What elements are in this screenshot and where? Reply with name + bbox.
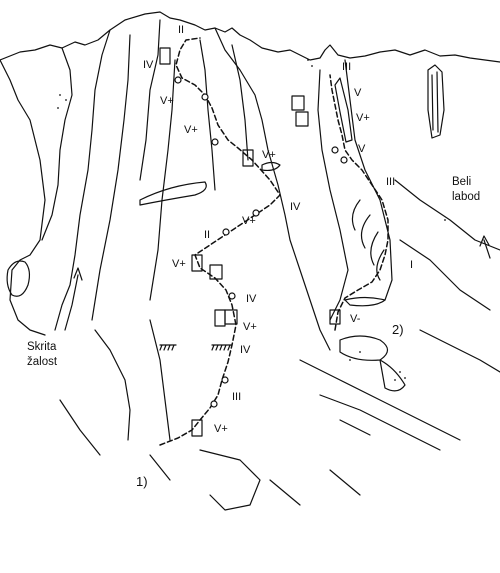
right-snow-arcs (351, 199, 385, 281)
place-beli-line1: Beli (452, 176, 471, 188)
place-skrita-line2: žalost (27, 356, 58, 368)
lower-boulder-1 (339, 335, 389, 361)
route-1-number: 1) (136, 474, 148, 489)
grade-label: III (342, 61, 351, 73)
right-tower-lines (431, 71, 439, 133)
right-slope-1 (394, 179, 500, 251)
route-2-line (329, 74, 389, 331)
beli-arrow (479, 235, 491, 259)
grade-label: IV (290, 201, 301, 213)
grade-label: V+ (262, 149, 276, 161)
skrita-arrow (64, 267, 83, 331)
pillar-crack-2 (139, 19, 161, 181)
lower-boulder-2 (379, 359, 406, 392)
pillar-left-edge (54, 29, 111, 331)
pillar-crack-1 (91, 34, 131, 321)
grade-label: V+ (242, 215, 256, 227)
pillar-crack-5 (149, 59, 176, 301)
left-shrub (6, 260, 31, 297)
place-beli-line2: labod (452, 191, 480, 203)
route-2-grades: III V V+ V III I V- (342, 61, 413, 325)
pillar-crack-6 (94, 329, 131, 441)
route-2-number: 2) (392, 322, 404, 337)
crux-markers (159, 47, 341, 437)
grade-label: V+ (184, 124, 198, 136)
ridge-outline (0, 11, 500, 63)
grade-label: V (358, 143, 366, 155)
left-cliff (0, 59, 46, 336)
ledge-1 (139, 181, 207, 206)
lower-slope-lines (299, 359, 461, 451)
grade-label: V+ (214, 423, 228, 435)
grade-label: V+ (160, 95, 174, 107)
grade-label: II (204, 229, 210, 241)
grade-label: III (232, 391, 241, 403)
right-slope-3 (419, 329, 500, 373)
anchor-ticks (159, 344, 233, 351)
pillar-crack-7 (149, 319, 171, 441)
ledge-2 (261, 161, 281, 172)
route-2-chimney (334, 77, 353, 143)
ledge-3 (344, 296, 386, 307)
pillar-crack-4 (231, 44, 249, 161)
place-skrita-line1: Skrita (27, 341, 57, 353)
grade-label: V (354, 87, 362, 99)
route-2-belays (331, 146, 348, 164)
route-1-grades: II IV V+ V+ V+ IV V+ II V+ IV V+ IV III … (143, 24, 301, 435)
route-1-belays (174, 76, 260, 408)
grade-label: V+ (172, 258, 186, 270)
scree-dots (57, 59, 446, 381)
grade-label: V+ (243, 321, 257, 333)
right-slope-2 (399, 239, 491, 311)
grade-label: IV (240, 344, 251, 356)
base-rock (199, 449, 261, 511)
grade-label: I (410, 259, 413, 271)
gully-left (317, 69, 349, 321)
pillar-right-edge (214, 27, 331, 351)
route-1-line (159, 37, 281, 446)
grade-label: V- (350, 313, 361, 325)
grade-label: IV (143, 59, 154, 71)
right-tower (427, 64, 445, 139)
grade-label: III (386, 176, 395, 188)
grade-label: IV (246, 293, 257, 305)
base-lines (59, 399, 361, 506)
grade-label: II (178, 24, 184, 36)
pillar-crack-3 (199, 39, 216, 191)
grade-label: V+ (356, 112, 370, 124)
left-buttress (41, 47, 73, 241)
